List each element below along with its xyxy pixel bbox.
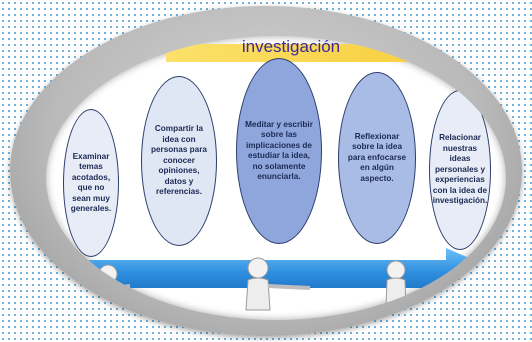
step-bubble-5: Relacionar nuestras ideas personales y e… [429, 90, 491, 250]
figure-right [385, 260, 407, 309]
step-bubble-4: Reflexionar sobre la idea para enfocarse… [338, 72, 416, 244]
step-bubble-3: Meditar y escribir sobre las implicacion… [236, 58, 322, 244]
oval-frame: investigación Examinar temas acotados, q… [10, 6, 522, 336]
step-bubble-1: Examinar temas acotados, que no sean muy… [63, 109, 119, 257]
diagram-title: investigación [241, 37, 341, 56]
oval-content: investigación Examinar temas acotados, q… [46, 36, 506, 320]
title-band [166, 44, 506, 62]
step-bubble-2: Compartir la idea con personas para cono… [141, 76, 217, 246]
figure-left [97, 264, 131, 307]
figure-center [245, 257, 311, 311]
